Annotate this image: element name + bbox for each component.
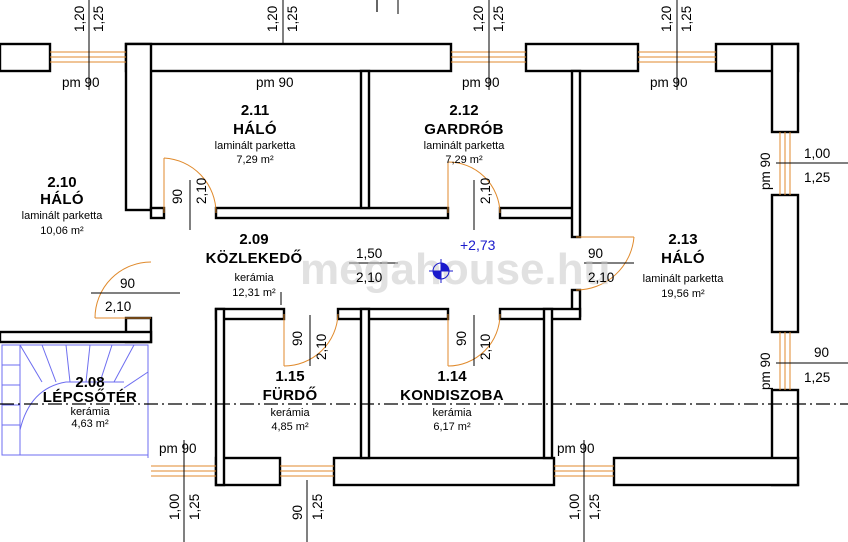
room-area: 7,29 m² — [236, 154, 274, 166]
room-id: 2.10 — [47, 174, 76, 191]
room-floor: laminált parketta — [22, 210, 104, 222]
room-id: 1.15 — [275, 368, 304, 385]
room-id: 2.12 — [449, 102, 478, 119]
room-label-2-08: 2.08 LÉPCSŐTÉR kerámia 4,63 m² — [43, 374, 137, 430]
door-2-11 — [163, 157, 217, 214]
staircase — [1, 344, 149, 458]
dim-top-1-height: 1,25 — [91, 6, 106, 32]
room-floor: kerámia — [234, 272, 274, 284]
dim-door-1-14-height: 2,10 — [478, 334, 493, 360]
room-id: 2.08 — [75, 374, 104, 391]
window-right-2 — [779, 332, 791, 390]
dim-right-2-width: 90 — [814, 345, 829, 360]
dim-pm-top-3: pm 90 — [462, 75, 500, 90]
dim-pm-right-2: pm 90 — [758, 352, 773, 390]
room-area: 10,06 m² — [40, 225, 84, 237]
dim-bottom-3-width: 1,00 — [567, 494, 582, 520]
room-label-2-12: 2.12 GARDRÓB laminált parketta 7,29 m² — [424, 102, 506, 166]
dim-pm-top-1: pm 90 — [62, 75, 100, 90]
room-name: HÁLÓ — [661, 249, 705, 267]
dim-top-4-height: 1,25 — [679, 6, 694, 32]
dim-right-1-width: 1,00 — [804, 146, 830, 161]
room-label-2-10: 2.10 HÁLÓ laminált parketta 10,06 m² — [22, 174, 104, 237]
dim-bottom-1-width: 1,00 — [167, 494, 182, 520]
dim-door-1-14-width: 90 — [454, 331, 469, 346]
room-label-2-13: 2.13 HÁLÓ laminált parketta 19,56 m² — [643, 231, 725, 300]
room-area: 6,17 m² — [433, 421, 471, 433]
dim-bottom-1-height: 1,25 — [187, 494, 202, 520]
dim-top-1-width: 1,20 — [72, 6, 87, 32]
dim-right-2-height: 1,25 — [804, 370, 830, 385]
room-floor: laminált parketta — [215, 140, 297, 152]
room-floor: kerámia — [270, 407, 310, 419]
dim-door-2-10-height: 2,10 — [105, 299, 131, 314]
dim-door-2-10-width: 90 — [120, 276, 135, 291]
room-floor: kerámia — [432, 407, 472, 419]
door-1-15 — [283, 313, 339, 367]
room-floor: kerámia — [70, 406, 110, 418]
dim-door-1-15-height: 2,10 — [314, 334, 329, 360]
room-floor: laminált parketta — [643, 273, 725, 285]
room-area: 12,31 m² — [232, 287, 276, 299]
watermark: megahouse.hu — [300, 245, 611, 294]
dimension-labels: 1,20 1,25 1,20 1,25 1,20 1,25 1,20 1,25 … — [62, 6, 830, 520]
door-2-12 — [447, 161, 501, 214]
dim-bottom-2-width: 90 — [290, 505, 305, 520]
dim-top-3-height: 1,25 — [491, 6, 506, 32]
axis-lines — [0, 0, 848, 405]
room-name: KÖZLEKEDŐ — [206, 249, 303, 267]
dimension-ticks — [88, 0, 848, 542]
room-id: 1.14 — [437, 368, 467, 385]
room-area: 4,63 m² — [71, 418, 109, 430]
window-top-1 — [50, 51, 126, 63]
dim-top-2-height: 1,25 — [285, 6, 300, 32]
room-area: 4,85 m² — [271, 421, 309, 433]
room-area: 19,56 m² — [661, 288, 705, 300]
dim-opening-width: 1,50 — [356, 246, 382, 261]
dim-pm-right-1: pm 90 — [758, 152, 773, 190]
doors — [94, 157, 635, 367]
walls — [0, 42, 800, 487]
room-id: 2.09 — [239, 231, 268, 248]
dim-door-2-11-height: 2,10 — [194, 178, 209, 204]
room-area: 7,29 m² — [445, 154, 483, 166]
room-name: FÜRDŐ — [263, 386, 318, 404]
room-name: HÁLÓ — [233, 120, 277, 138]
dim-pm-bottom-1: pm 90 — [159, 441, 197, 456]
level-value: +2,73 — [460, 237, 496, 253]
room-label-2-11: 2.11 HÁLÓ laminált parketta 7,29 m² — [215, 102, 297, 166]
door-2-10 — [94, 261, 152, 319]
dim-bottom-2-height: 1,25 — [310, 494, 325, 520]
door-1-14 — [447, 313, 501, 367]
dim-door-2-11-width: 90 — [170, 189, 185, 204]
dim-pm-top-2: pm 90 — [256, 75, 294, 90]
dim-door-2-13-width: 90 — [588, 246, 603, 261]
level-marker: +2,73 — [429, 237, 496, 283]
dim-opening-height: 2,10 — [356, 270, 382, 285]
room-name: LÉPCSŐTÉR — [43, 388, 137, 406]
room-floor: laminált parketta — [424, 140, 506, 152]
dim-bottom-3-height: 1,25 — [587, 494, 602, 520]
room-label-1-14: 1.14 KONDISZOBA kerámia 6,17 m² — [400, 368, 504, 433]
room-id: 2.11 — [241, 102, 269, 119]
room-name: HÁLÓ — [40, 190, 84, 208]
window-bottom-2 — [280, 465, 334, 477]
dim-pm-top-4: pm 90 — [650, 75, 688, 90]
room-name: KONDISZOBA — [400, 387, 504, 404]
dim-door-2-12-height: 2,10 — [478, 178, 493, 204]
room-label-1-15: 1.15 FÜRDŐ kerámia 4,85 m² — [263, 368, 318, 433]
dim-pm-bottom-2: pm 90 — [557, 441, 595, 456]
dim-door-2-13-height: 2,10 — [588, 270, 614, 285]
room-id: 2.13 — [668, 231, 697, 248]
dim-door-1-15-width: 90 — [290, 331, 305, 346]
room-label-2-09: 2.09 KÖZLEKEDŐ kerámia 12,31 m² — [206, 231, 303, 299]
dim-top-4-width: 1,20 — [659, 6, 674, 32]
room-name: GARDRÓB — [424, 120, 504, 138]
dim-top-3-width: 1,20 — [471, 6, 486, 32]
door-2-13 — [575, 236, 635, 291]
dim-top-2-width: 1,20 — [265, 6, 280, 32]
dim-right-1-height: 1,25 — [804, 170, 830, 185]
